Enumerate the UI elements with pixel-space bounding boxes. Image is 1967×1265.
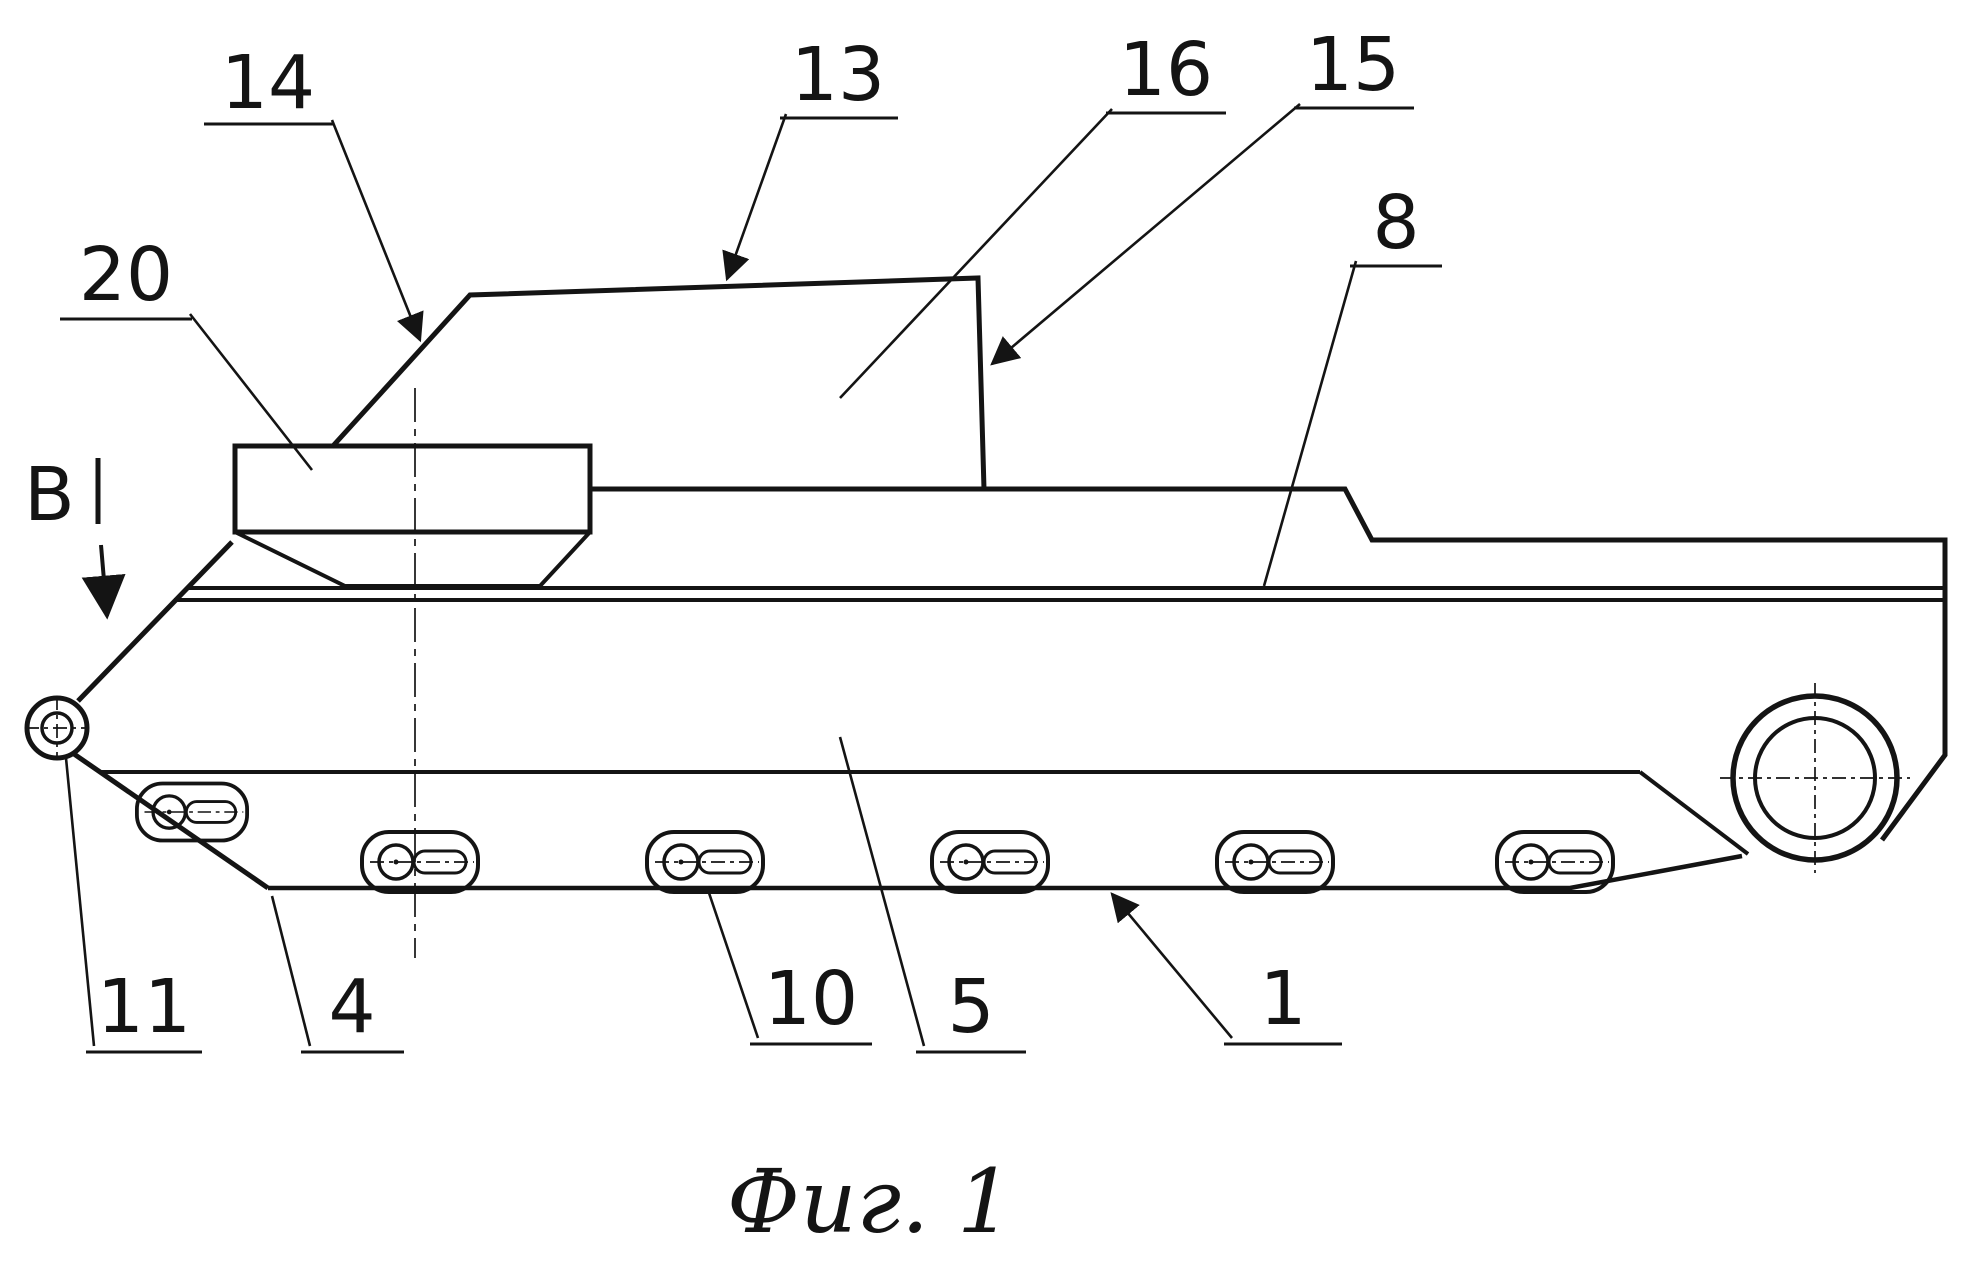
unit-body: [360, 830, 480, 894]
cabin-front-slope-line: [330, 275, 987, 490]
road-wheel-unit-4: [1215, 830, 1335, 894]
unit-axle-dot: [963, 859, 969, 865]
hull-deck-line: [590, 486, 1948, 842]
box-20-outline: [232, 443, 593, 535]
ref-label-11: 11: [97, 964, 191, 1050]
front-idler-cross: [25, 696, 89, 760]
road-wheel-unit-5: [1495, 830, 1615, 894]
road-wheel-unit-3: [930, 830, 1050, 894]
leader-line-5: [838, 736, 926, 1047]
leader-line-15: [990, 103, 1301, 366]
ref-label-10: 10: [764, 956, 858, 1042]
leader-line-10: [706, 889, 760, 1039]
leader-line-4: [270, 895, 312, 1047]
road-wheel-unit-2: [645, 830, 765, 894]
ref-label-20: 20: [79, 232, 173, 318]
cabin-superstructure: [330, 275, 987, 490]
ref-label-16: 16: [1119, 27, 1213, 113]
rear-wheel-cross: [1720, 683, 1910, 873]
road-wheel-units: [134, 781, 1615, 894]
unit-body: [1215, 830, 1335, 894]
hull-double-lines: [174, 586, 1945, 602]
unit-axle-dot: [678, 859, 684, 865]
ref-label-1: 1: [1259, 956, 1306, 1042]
leader-line-1: [1110, 892, 1233, 1039]
view-direction-arrow: [81, 544, 126, 620]
unit-body: [134, 781, 250, 843]
view-marker-B: В: [24, 452, 126, 620]
nose-upper-line: [76, 540, 234, 703]
leader-line-16: [839, 108, 1113, 399]
road-wheel-unit-front: [134, 781, 250, 843]
nose-track-slope-line: [72, 751, 270, 891]
unit-body: [645, 830, 765, 894]
rear-hull-diagonal: [1638, 770, 1750, 856]
figure-caption: Фиг. 1: [727, 1150, 1013, 1253]
leader-line-20: [188, 313, 314, 471]
ref-label-4: 4: [328, 964, 375, 1050]
leader-line-14: [330, 119, 424, 343]
ref-label-13: 13: [791, 32, 885, 118]
unit-axle-dot: [1528, 859, 1534, 865]
ref-label-5: 5: [947, 964, 994, 1050]
leader-line-8: [1262, 260, 1358, 587]
rear-drive-wheel: [1720, 683, 1910, 873]
leader-line-13: [722, 113, 788, 282]
leader-line-11: [64, 757, 96, 1047]
view-marker-letter: В: [24, 452, 75, 538]
ref-label-14: 14: [221, 40, 315, 126]
track-bottom-line: [268, 853, 1743, 891]
unit-axle-dot: [393, 859, 399, 865]
unit-axle-dot: [1248, 859, 1254, 865]
front-idler-wheel: [24, 695, 90, 761]
vehicle-outline: [24, 275, 1948, 958]
unit-body: [930, 830, 1050, 894]
road-wheel-unit-1: [360, 830, 480, 894]
unit-body: [1495, 830, 1615, 894]
reference-labels: 14 13 16 15 8 20 11 4 10 5 1: [79, 22, 1420, 1050]
leader-lines: [64, 103, 1358, 1047]
label-underlines: [60, 106, 1442, 1054]
unit-axle-dot: [166, 809, 172, 815]
ref-label-15: 15: [1306, 22, 1400, 108]
ref-label-8: 8: [1372, 180, 1419, 266]
